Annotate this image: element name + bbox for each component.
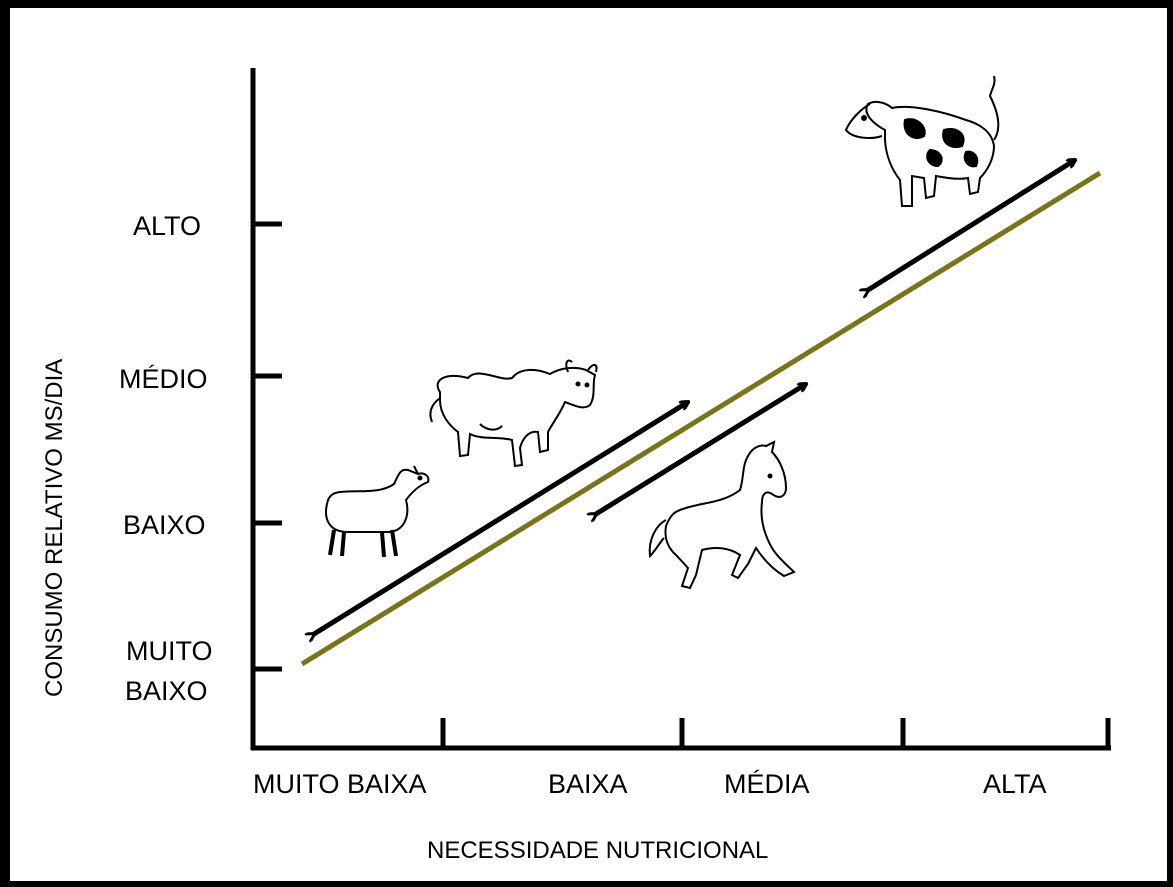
y-label-muito: MUITO	[126, 636, 213, 666]
sheep-icon	[325, 465, 430, 558]
dairy-cow-icon	[844, 75, 1000, 207]
x-label-alta: ALTA	[983, 769, 1047, 799]
x-label-muito-baixa: MUITO BAIXA	[253, 769, 427, 799]
arrow-dairy	[868, 160, 1075, 290]
x-axis-title: NECESSIDADE NUTRICIONAL	[427, 837, 768, 864]
y-label-baixo-2: BAIXO	[125, 676, 208, 706]
y-axis-title: CONSUMO RELATIVO MS/DIA	[41, 359, 68, 697]
beef-cow-icon	[429, 359, 598, 468]
y-label-alto: ALTO	[133, 211, 201, 241]
y-label-baixo: BAIXO	[123, 510, 206, 540]
arrow-horse	[596, 384, 806, 514]
x-label-baixa: BAIXA	[548, 769, 628, 799]
horse-icon	[648, 440, 796, 590]
x-label-media: MÉDIA	[724, 769, 810, 799]
y-label-medio: MÉDIO	[119, 364, 208, 394]
trend-line	[300, 170, 1102, 667]
